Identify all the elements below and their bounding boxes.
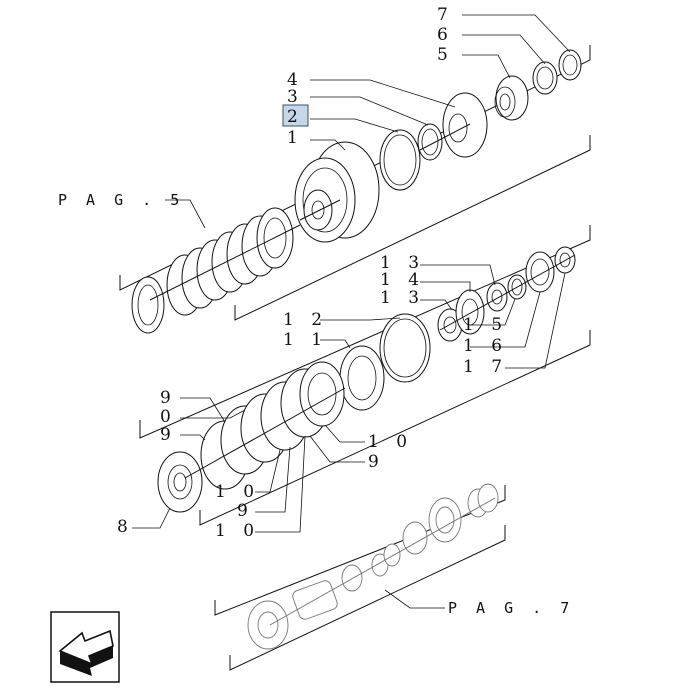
- callout-7[interactable]: 7: [437, 5, 454, 25]
- clutch-disc-pack-middle: [200, 361, 345, 490]
- callout-9-mid[interactable]: 9: [237, 501, 254, 521]
- callout-0[interactable]: 0: [160, 407, 177, 427]
- callout-11[interactable]: 1 1: [283, 330, 328, 350]
- callout-8[interactable]: 8: [117, 517, 134, 537]
- callout-9-a[interactable]: 9: [160, 388, 177, 408]
- callout-10-right[interactable]: 1 0: [368, 432, 413, 452]
- leader-lines: [132, 14, 571, 609]
- lower-assembly: [247, 483, 499, 650]
- piston-part-4: [442, 92, 488, 158]
- gear-part-8: [157, 451, 203, 513]
- ring-part-12: [379, 313, 431, 383]
- callout-13-upper[interactable]: 1 3: [380, 253, 425, 273]
- callout-4[interactable]: 4: [287, 70, 304, 90]
- gear-part-5: [494, 75, 529, 121]
- section-frame-lower: [214, 485, 506, 671]
- callout-1[interactable]: 1: [287, 128, 304, 148]
- bearing-part-16: [525, 251, 555, 293]
- snap-ring-part-3: [417, 123, 443, 161]
- callout-12[interactable]: 1 2: [283, 310, 328, 330]
- callout-14[interactable]: 1 4: [380, 270, 425, 290]
- callout-6[interactable]: 6: [437, 25, 454, 45]
- callout-3[interactable]: 3: [287, 87, 304, 107]
- page-ref-pag-7[interactable]: P A G . 7: [448, 599, 574, 617]
- callout-10-low[interactable]: 1 0: [215, 521, 260, 541]
- clutch-drum-part-1: [294, 141, 380, 243]
- ring-part-7: [558, 49, 582, 81]
- clutch-disc-pack-upper: [131, 207, 301, 334]
- bearing-part-13-lower: [486, 282, 508, 312]
- callout-5[interactable]: 5: [437, 45, 454, 65]
- callout-16[interactable]: 1 6: [463, 336, 508, 356]
- ring-part-6: [532, 61, 558, 95]
- callout-9-b[interactable]: 9: [160, 425, 177, 445]
- callout-9-right[interactable]: 9: [368, 452, 385, 472]
- callout-2-highlight: [282, 104, 309, 127]
- callout-15[interactable]: 1 5: [463, 315, 508, 335]
- seal-ring-part-2: [379, 129, 421, 191]
- callout-10-mid[interactable]: 1 0: [215, 482, 260, 502]
- arrow-back-icon[interactable]: [50, 611, 120, 683]
- callout-13-lower[interactable]: 1 3: [380, 288, 425, 308]
- section-frame-middle: [139, 225, 591, 526]
- ring-part-11: [339, 345, 385, 411]
- callout-2[interactable]: 2: [287, 107, 304, 127]
- page-ref-pag-5[interactable]: P A G . 5: [58, 191, 184, 209]
- callout-17[interactable]: 1 7: [463, 357, 508, 377]
